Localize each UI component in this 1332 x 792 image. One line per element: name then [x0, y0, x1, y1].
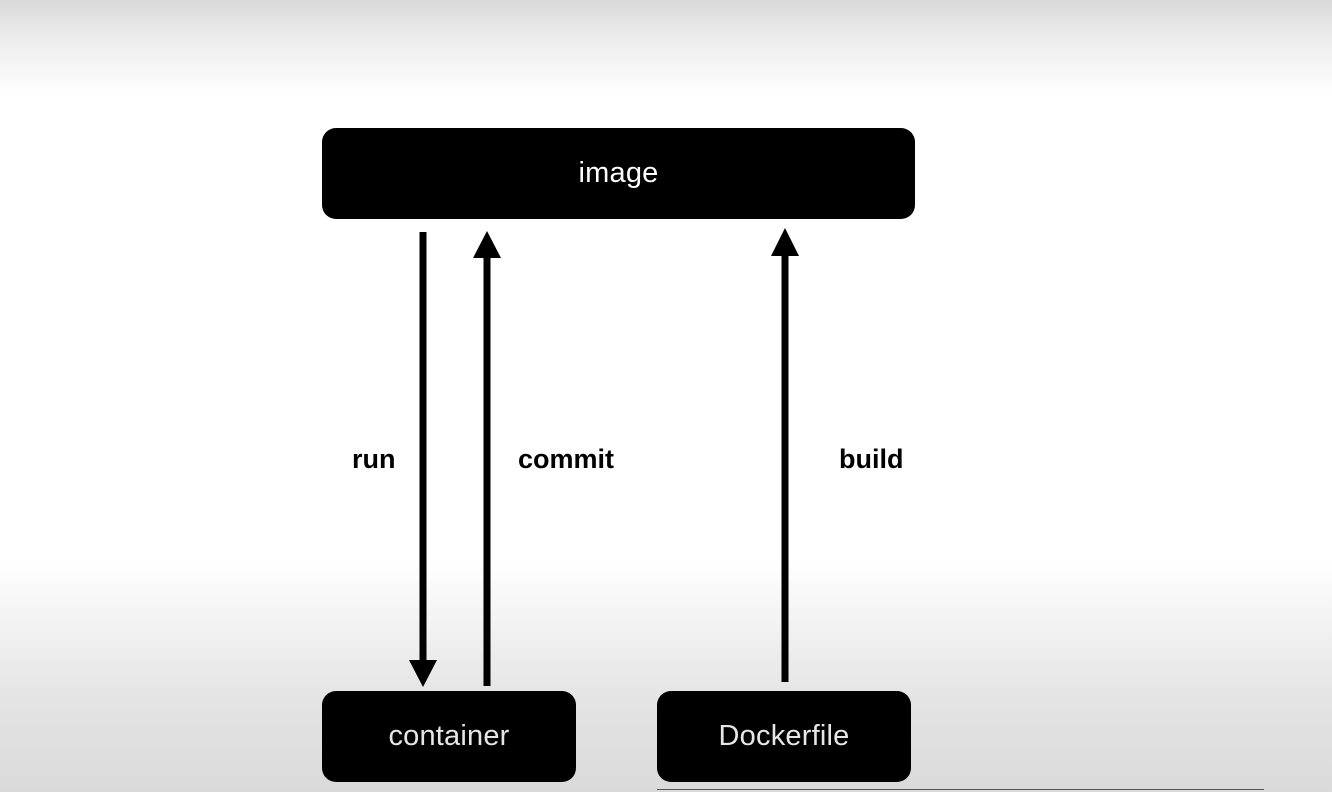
build-arrow — [771, 228, 799, 682]
run-arrow — [409, 232, 437, 687]
run-label: run — [352, 444, 396, 474]
bottom-divider — [657, 789, 1264, 790]
dockerfile-node-label: Dockerfile — [718, 720, 850, 752]
image-node: image — [322, 128, 915, 219]
container-node: container — [322, 691, 576, 782]
dockerfile-node: Dockerfile — [657, 691, 911, 782]
commit-arrow — [473, 231, 501, 686]
build-label: build — [839, 444, 904, 474]
image-node-label: image — [578, 157, 659, 189]
commit-label: commit — [518, 444, 615, 474]
container-node-label: container — [388, 720, 510, 752]
